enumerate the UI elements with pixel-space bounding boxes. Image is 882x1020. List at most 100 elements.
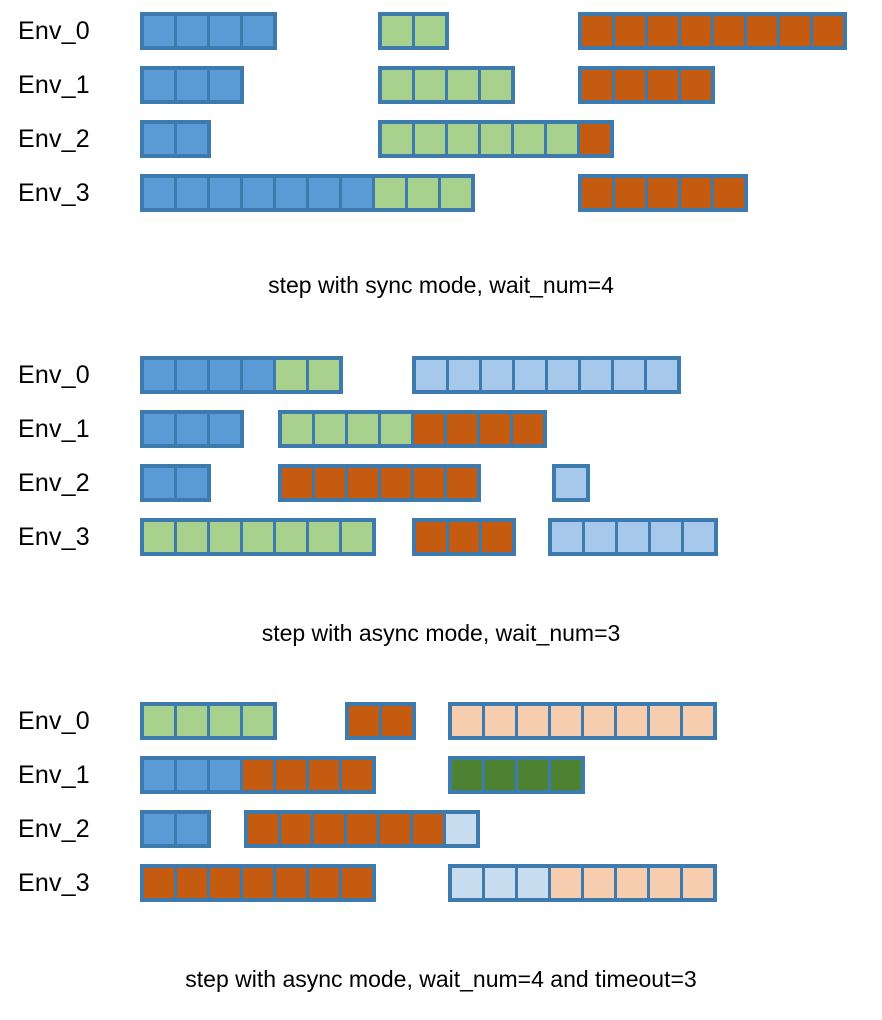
step-cell-orange (413, 814, 443, 844)
section-caption-sync-wait4: step with sync mode, wait_num=4 (268, 272, 614, 298)
row-track (0, 4, 882, 58)
timeline-row: Env_2 (0, 456, 882, 510)
step-cell-orange (813, 16, 843, 46)
step-cell-orange (281, 814, 311, 844)
step-cell-orange (447, 468, 477, 498)
row-track (0, 748, 882, 802)
row-label-env_1: Env_1 (18, 71, 90, 99)
step-cell-pale-blue (518, 868, 548, 898)
step-cell-blue (144, 16, 174, 46)
step-group (140, 756, 376, 794)
step-group (552, 464, 590, 502)
step-cell-blue (342, 178, 372, 208)
step-cell-light-blue (647, 360, 677, 390)
step-cell-light-blue (614, 360, 644, 390)
timeline-row: Env_2 (0, 112, 882, 166)
step-cell-orange (648, 70, 678, 100)
step-group (140, 120, 211, 158)
step-cell-light-blue (585, 522, 615, 552)
row-label-env_0: Env_0 (18, 17, 90, 45)
row-label-env_0: Env_0 (18, 361, 90, 389)
timeline-row: Env_3 (0, 856, 882, 910)
step-cell-green (441, 178, 471, 208)
step-cell-green (309, 522, 339, 552)
step-cell-orange (342, 760, 372, 790)
step-cell-light-blue (556, 468, 586, 498)
step-cell-light-orange (617, 868, 647, 898)
step-group (345, 702, 416, 740)
step-cell-green (342, 522, 372, 552)
row-track (0, 166, 882, 220)
row-track (0, 694, 882, 748)
step-cell-orange (582, 178, 612, 208)
step-cell-orange (348, 468, 378, 498)
step-cell-orange (615, 178, 645, 208)
step-cell-orange (714, 16, 744, 46)
step-cell-green (481, 70, 511, 100)
step-cell-light-blue (684, 522, 714, 552)
step-cell-orange (349, 706, 379, 736)
step-cell-orange (248, 814, 278, 844)
step-cell-green (276, 360, 306, 390)
row-label-env_1: Env_1 (18, 761, 90, 789)
step-cell-green (243, 706, 273, 736)
step-cell-light-orange (617, 706, 647, 736)
step-cell-blue (243, 360, 273, 390)
step-cell-green (382, 124, 412, 154)
row-label-env_2: Env_2 (18, 469, 90, 497)
step-group (448, 702, 717, 740)
step-cell-orange (648, 178, 678, 208)
step-cell-blue (243, 16, 273, 46)
step-cell-blue (177, 16, 207, 46)
step-cell-dark-green (485, 760, 515, 790)
step-cell-light-orange (551, 706, 581, 736)
step-cell-green (382, 70, 412, 100)
step-group (548, 518, 718, 556)
row-track (0, 112, 882, 166)
step-group (448, 756, 585, 794)
step-cell-blue (144, 124, 174, 154)
step-cell-green (415, 70, 445, 100)
step-cell-light-blue (581, 360, 611, 390)
step-cell-blue (177, 814, 207, 844)
step-group (278, 410, 547, 448)
row-label-env_0: Env_0 (18, 707, 90, 735)
step-cell-orange (210, 868, 240, 898)
step-cell-light-blue (515, 360, 545, 390)
step-cell-orange (615, 16, 645, 46)
step-cell-green (382, 16, 412, 46)
step-cell-blue (177, 124, 207, 154)
step-cell-orange (648, 16, 678, 46)
step-cell-orange (347, 814, 377, 844)
step-cell-orange (380, 814, 410, 844)
step-cell-light-orange (584, 706, 614, 736)
step-cell-green (210, 522, 240, 552)
step-cell-orange (482, 522, 512, 552)
step-group (140, 174, 475, 212)
step-cell-blue (210, 760, 240, 790)
step-cell-green (243, 522, 273, 552)
step-cell-orange (243, 868, 273, 898)
step-cell-blue (177, 70, 207, 100)
step-cell-orange (480, 414, 510, 444)
step-cell-blue (276, 178, 306, 208)
step-cell-green (282, 414, 312, 444)
step-cell-orange (342, 868, 372, 898)
step-cell-green (309, 360, 339, 390)
step-group (140, 518, 376, 556)
step-cell-blue (177, 760, 207, 790)
row-track (0, 510, 882, 564)
step-group (244, 810, 480, 848)
step-cell-orange (681, 16, 711, 46)
step-cell-orange (382, 706, 412, 736)
row-label-env_1: Env_1 (18, 415, 90, 443)
timeline-row: Env_1 (0, 402, 882, 456)
row-track (0, 58, 882, 112)
step-cell-green (315, 414, 345, 444)
step-cell-green (415, 16, 445, 46)
step-cell-light-orange (551, 868, 581, 898)
timeline-row: Env_0 (0, 694, 882, 748)
step-cell-blue (177, 414, 207, 444)
